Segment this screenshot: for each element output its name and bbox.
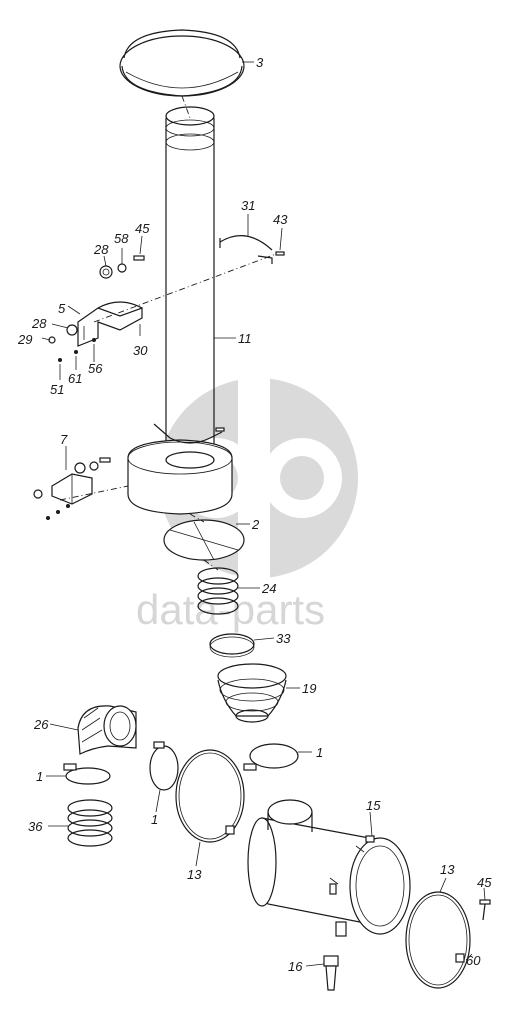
bellows-19 (217, 663, 287, 723)
part-label: 56 (88, 361, 103, 376)
part-label: 26 (33, 717, 49, 732)
part-label: 60 (466, 953, 481, 968)
part-label: 1 (316, 745, 323, 760)
part-label: 31 (241, 198, 255, 213)
part-label: 5 (58, 301, 66, 316)
part-label: 1 (151, 812, 158, 827)
filter-housing-15 (247, 799, 411, 937)
screen-2 (163, 519, 245, 561)
part-label: 61 (68, 371, 82, 386)
clamp-strap-31 (219, 235, 285, 264)
part-label: 13 (187, 867, 202, 882)
clamp-band-13-left (175, 749, 245, 843)
part-label: 11 (238, 331, 252, 346)
part-label: 16 (288, 959, 303, 974)
clamp-band-13-right (405, 891, 471, 989)
part-labels: 3 31 43 45 58 28 5 28 29 30 11 56 61 51 … (17, 55, 492, 974)
part-label: 29 (17, 332, 32, 347)
part-label: 33 (276, 631, 291, 646)
part-label: 13 (440, 862, 455, 877)
bolt-45-bottom (479, 899, 491, 921)
part-label: 24 (261, 581, 276, 596)
part-label: 45 (135, 221, 150, 236)
rain-cap (119, 29, 245, 97)
part-label: 19 (302, 681, 316, 696)
leader-lines (41, 61, 486, 967)
intake-pipe (165, 106, 215, 450)
part-label: 36 (28, 819, 43, 834)
part-label: 2 (251, 517, 260, 532)
part-label: 28 (93, 242, 109, 257)
clamp-1-left (63, 763, 111, 785)
part-label: 45 (477, 875, 492, 890)
lower-bracket (33, 423, 225, 520)
part-label: 58 (114, 231, 129, 246)
part-label: 51 (50, 382, 64, 397)
ring-33 (209, 633, 255, 658)
pipe-base (127, 439, 233, 515)
part-label: 3 (256, 55, 264, 70)
part-label: 7 (60, 432, 68, 447)
clamp-1-right (243, 743, 299, 771)
part-label: 28 (31, 316, 47, 331)
spring-36 (67, 799, 113, 847)
clamp-1-middle (149, 741, 179, 791)
part-label: 1 (36, 769, 43, 784)
spring-24 (197, 567, 239, 615)
part-label: 30 (133, 343, 148, 358)
upper-bracket (48, 255, 145, 362)
part-label: 43 (273, 212, 288, 227)
watermark-text: data-parts (136, 586, 325, 633)
valve-16 (323, 955, 339, 991)
part-label: 15 (366, 798, 381, 813)
elbow-26 (77, 705, 137, 755)
assembly-lines (59, 95, 277, 571)
